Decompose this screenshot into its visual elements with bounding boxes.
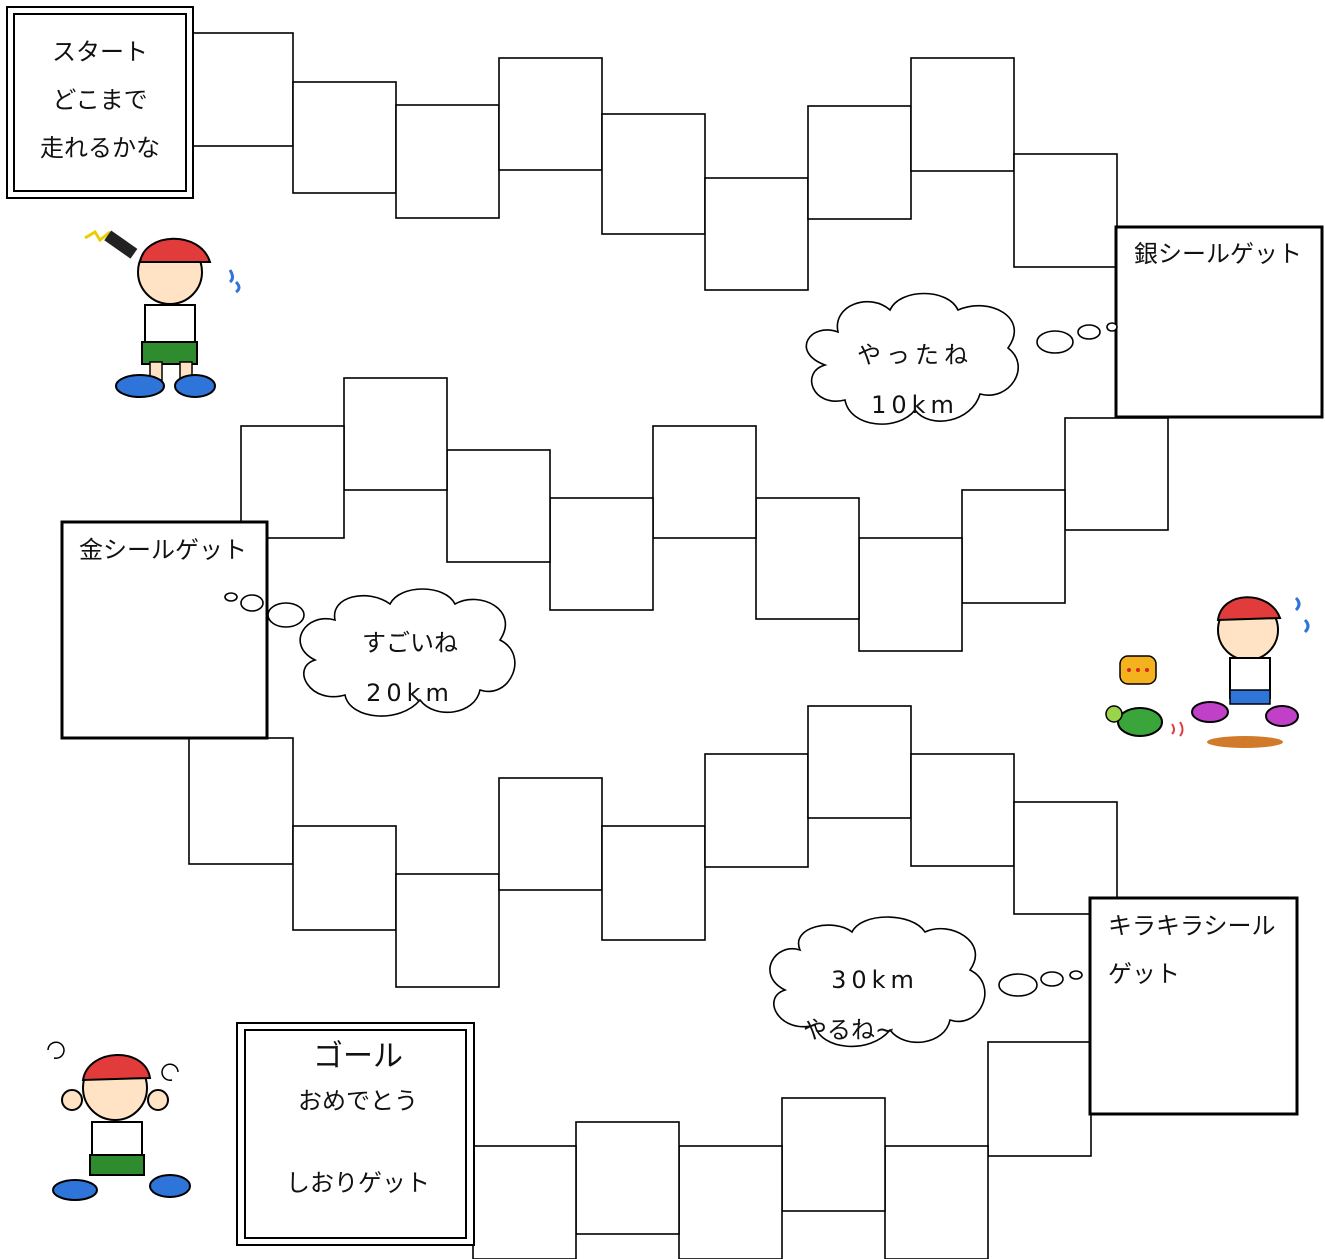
track-square — [498, 57, 603, 171]
track-square — [858, 537, 963, 652]
track-square — [1064, 417, 1169, 531]
bubble-20km-line-1: すごいね — [362, 629, 458, 657]
boy-stretching-illustration — [47, 1041, 191, 1201]
track-square — [549, 497, 654, 611]
goal-title: ゴール — [313, 1039, 403, 1074]
track-square — [652, 425, 757, 539]
bubble-20km-text: すごいね 20km — [335, 618, 485, 718]
track-square — [987, 1041, 1092, 1157]
bubble-20km-line-2: 20km — [366, 679, 454, 707]
track-square — [292, 825, 397, 931]
boy-with-starter-pistol-illustration — [84, 229, 241, 398]
track-square — [395, 104, 500, 219]
running-boy-and-turtle-illustration — [1105, 596, 1310, 748]
track-square — [395, 873, 500, 988]
track-square — [781, 1097, 886, 1212]
goal-bookmark: しおりゲット — [286, 1169, 430, 1197]
silver-checkpoint-box — [1114, 225, 1324, 419]
track-square — [704, 177, 809, 291]
goal-congrats: おめでとう — [298, 1087, 418, 1115]
track-square — [343, 377, 448, 491]
bubble-10km-text: やったね 10km — [835, 330, 995, 430]
thought-bubble-20km — [224, 588, 516, 717]
bubble-30km-line-2: やるね~ — [803, 1016, 896, 1044]
track-square — [1013, 153, 1118, 268]
bubble-10km-line-1: やったね — [857, 341, 973, 369]
start-line-3: 走れるかな — [40, 134, 160, 162]
thought-bubble-10km — [805, 292, 1118, 425]
silver-sticker-label: 銀シールゲット — [1134, 240, 1302, 268]
track-square — [240, 425, 345, 539]
track-square — [807, 705, 912, 819]
bubble-30km-line-1: 30km — [831, 966, 919, 994]
track-square — [1013, 801, 1118, 915]
track-square — [472, 1145, 577, 1259]
thought-bubble-30km — [769, 916, 1083, 1048]
track-square — [884, 1145, 989, 1259]
start-label: スタート どこまで 走れるかな — [20, 28, 180, 172]
track-square — [910, 753, 1015, 867]
track-square — [601, 825, 706, 941]
track-square — [755, 497, 860, 620]
track-square — [704, 753, 809, 868]
gold-sticker-label: 金シールゲット — [79, 536, 247, 564]
track-square — [188, 737, 294, 865]
sparkle-sticker-label-line-1: キラキラシール — [1108, 912, 1276, 940]
start-line-1: スタート — [52, 38, 148, 66]
start-line-2: どこまで — [52, 86, 148, 114]
bubble-30km-text: 30km やるね~ — [795, 955, 955, 1055]
sparkle-sticker-label-line-2: ゲット — [1108, 960, 1180, 988]
track-square — [446, 449, 551, 563]
track-square — [575, 1121, 680, 1235]
track-square — [961, 489, 1066, 604]
gold-checkpoint-box — [60, 520, 269, 740]
track-square — [601, 113, 706, 235]
track-square — [292, 81, 397, 194]
track-square — [678, 1145, 783, 1259]
track-square — [910, 57, 1015, 172]
track-square — [498, 777, 603, 891]
goal-label: ゴール おめでとう しおりゲット — [250, 1035, 466, 1205]
bubble-10km-line-2: 10km — [871, 391, 959, 419]
sparkle-checkpoint-box — [1088, 896, 1299, 1116]
track-square — [188, 32, 294, 147]
track-square — [807, 105, 912, 220]
